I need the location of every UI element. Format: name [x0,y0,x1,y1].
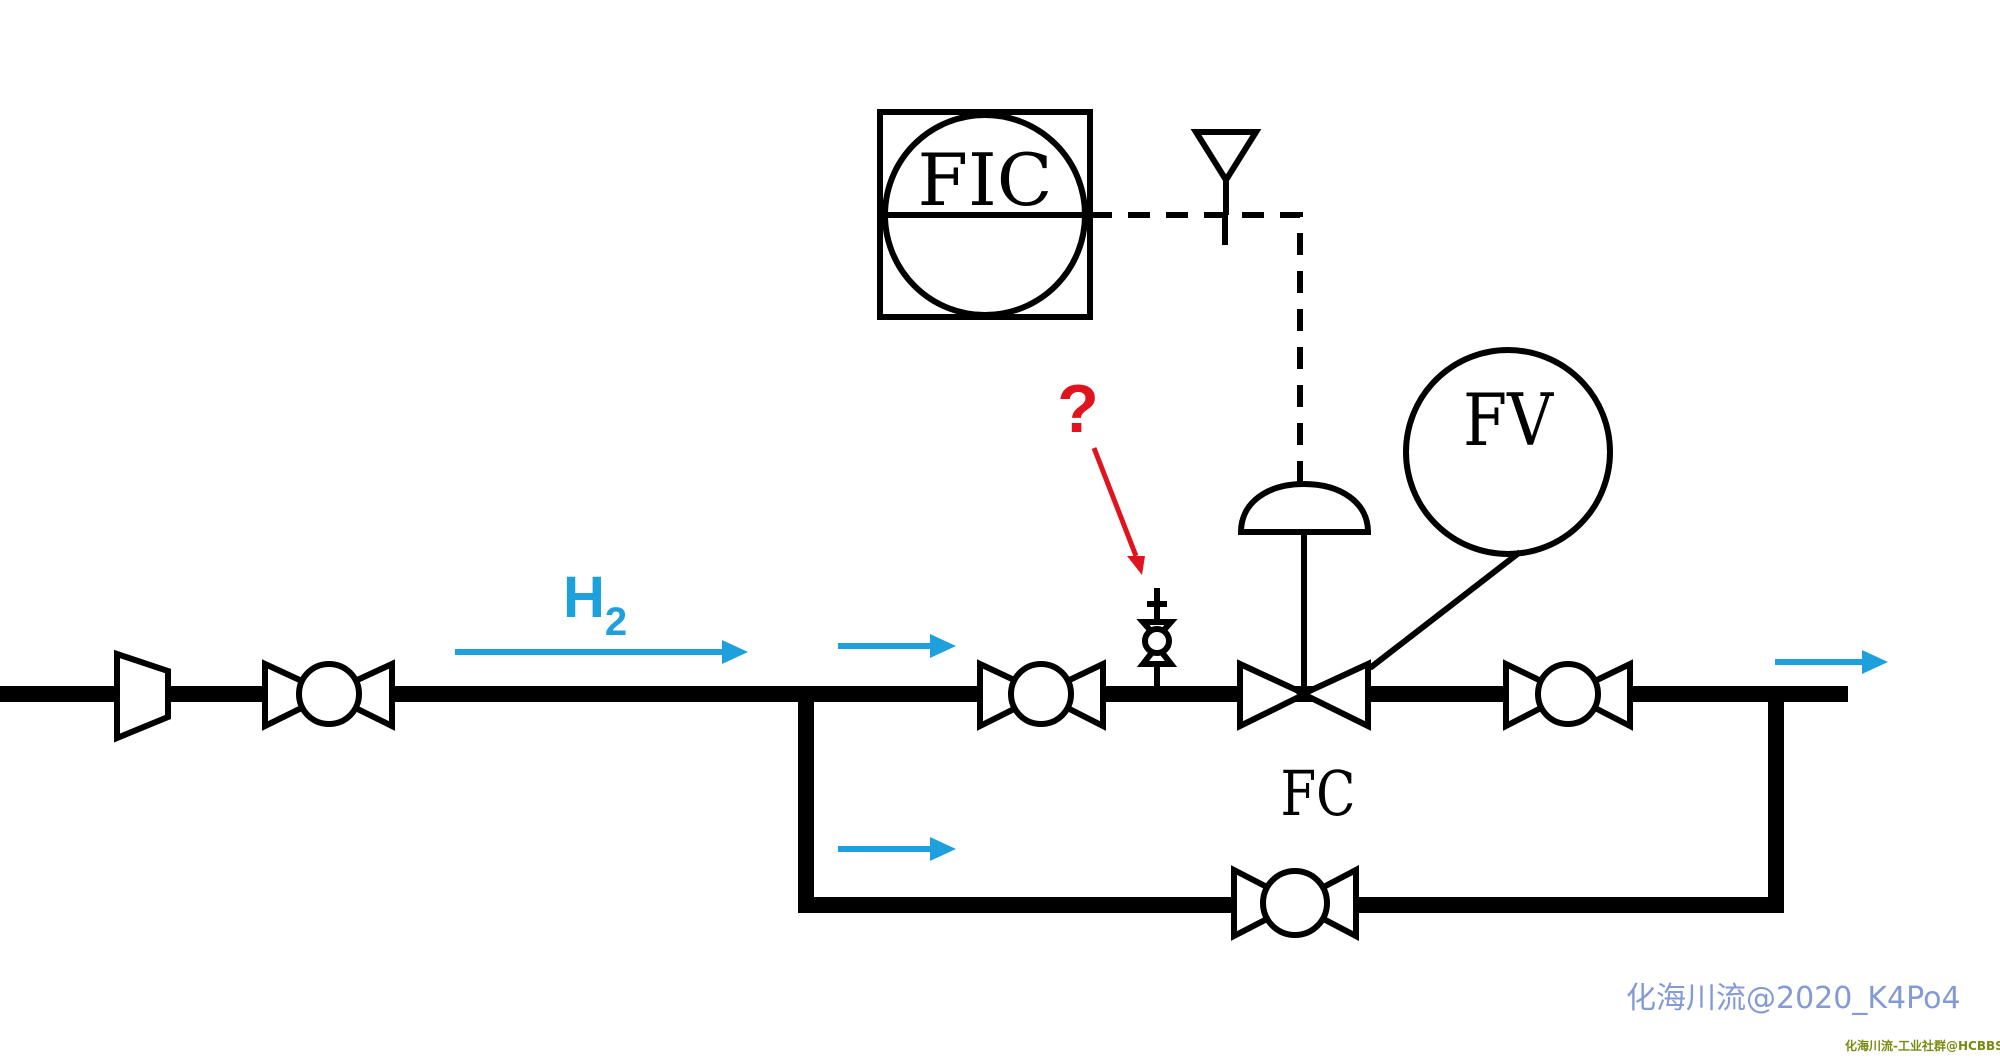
watermark-main: 化海川流@2020_K4Po4 [1626,981,1961,1016]
question-pointer-arrow [1091,447,1145,575]
inlet-block-valve [262,659,395,731]
question-mark: ? [1057,371,1099,447]
bypass-valve [1231,865,1359,941]
signal-line [1090,129,1303,484]
fic-label: FIC [918,138,1053,222]
fv-instrument: FV [1368,347,1613,671]
watermark-small: 化海川流-工业社群@HCBBS [1845,1038,2000,1053]
reducer [114,649,171,743]
valve-action-label: FC [1281,757,1356,830]
flow-arrow-main [455,640,748,664]
fluid-label: H2 [563,565,627,644]
upstream-block-valve [977,659,1106,731]
downstream-block-valve [1503,659,1633,731]
flow-arrow-bypass [838,837,956,861]
flow-arrow-outlet [1775,650,1888,674]
control-valve [1237,480,1372,731]
air-supply-symbol [1190,129,1262,186]
diaphragm-actuator [1237,480,1372,535]
flow-arrow-loop [838,634,956,658]
questioned-small-valve [1136,588,1178,687]
fv-label: FV [1463,378,1555,462]
fic-instrument: FIC [877,109,1093,320]
